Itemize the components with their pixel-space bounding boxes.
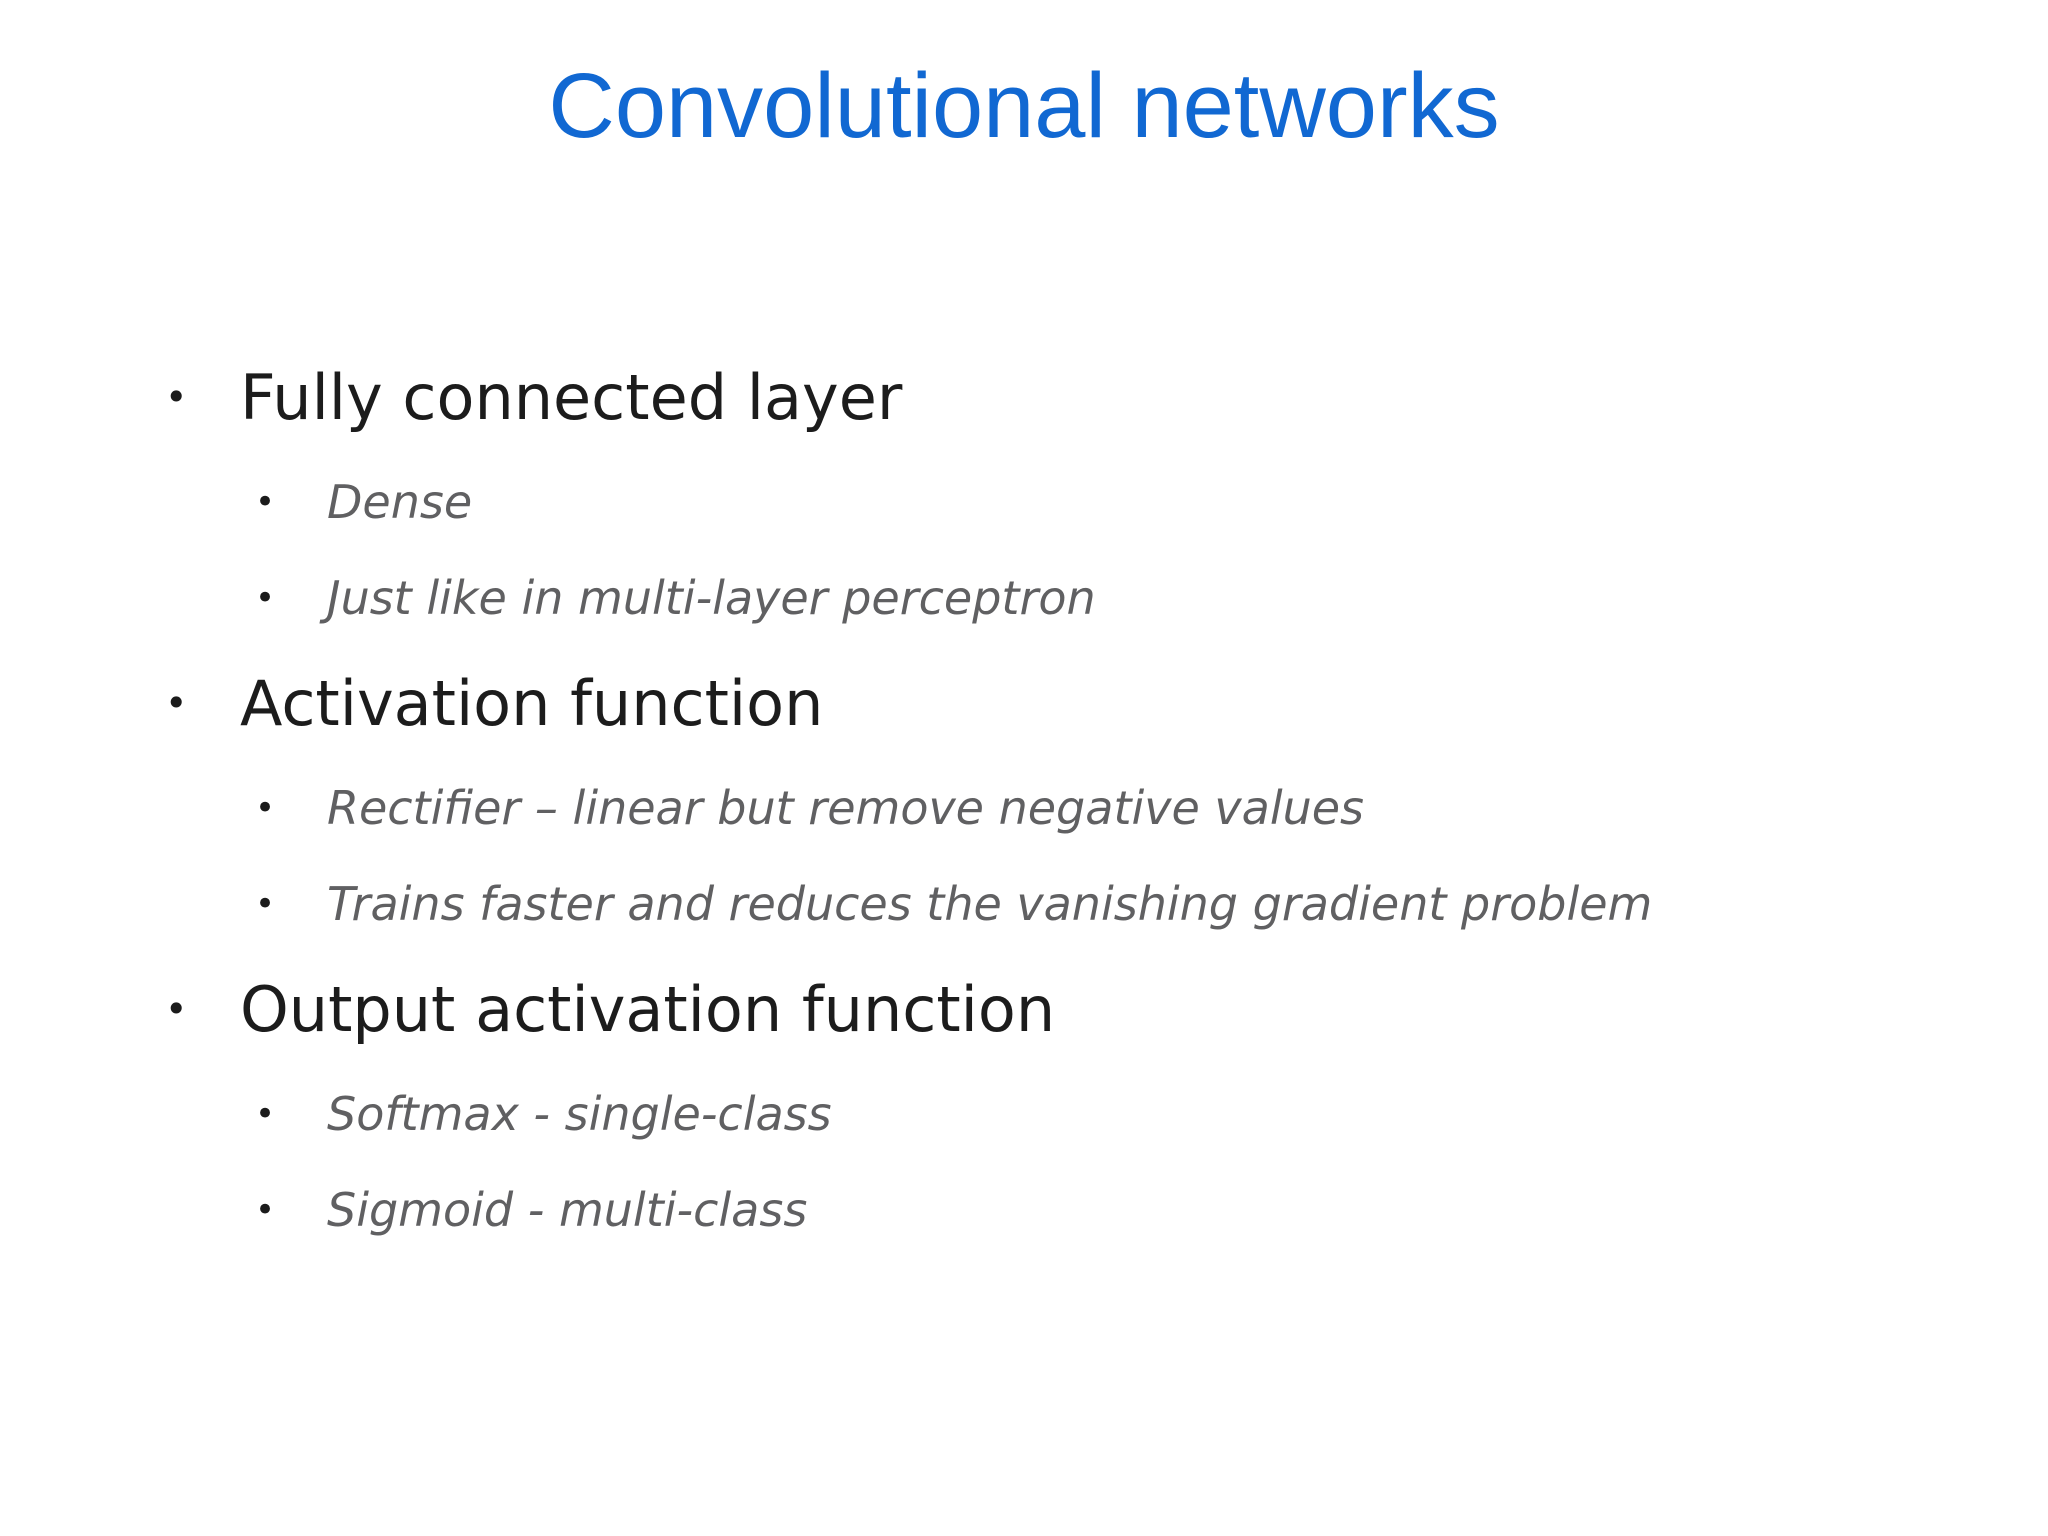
sub-bullet-text: Rectifier – linear but remove negative v…: [327, 781, 1365, 835]
slide-title: Convolutional networks: [548, 55, 1500, 157]
bullet-dot-icon: •: [255, 788, 276, 828]
bullet-text: Activation function: [240, 666, 824, 740]
bullet-item: • Output activation function: [0, 972, 2048, 1046]
bullet-text: Output activation function: [240, 972, 1056, 1046]
bullet-dot-icon: •: [165, 681, 188, 725]
bullet-text: Fully connected layer: [240, 360, 903, 434]
bullet-list: • Fully connected layer • Dense • Just l…: [0, 360, 2048, 1278]
sub-bullet-item: • Sigmoid - multi-class: [0, 1182, 2048, 1238]
sub-bullet-item: • Dense: [0, 474, 2048, 530]
sub-bullet-item: • Just like in multi-layer perceptron: [0, 570, 2048, 626]
sub-bullet-item: • Trains faster and reduces the vanishin…: [0, 876, 2048, 932]
bullet-item: • Activation function: [0, 666, 2048, 740]
bullet-item: • Fully connected layer: [0, 360, 2048, 434]
bullet-dot-icon: •: [165, 987, 188, 1031]
sub-bullet-text: Sigmoid - multi-class: [327, 1183, 808, 1237]
sub-bullet-item: • Rectifier – linear but remove negative…: [0, 780, 2048, 836]
sub-bullet-text: Dense: [327, 475, 473, 529]
sub-bullet-text: Just like in multi-layer perceptron: [327, 571, 1096, 625]
sub-bullet-text: Trains faster and reduces the vanishing …: [327, 877, 1653, 931]
bullet-dot-icon: •: [165, 375, 188, 419]
bullet-dot-icon: •: [255, 1094, 276, 1134]
bullet-dot-icon: •: [255, 1190, 276, 1230]
sub-bullet-item: • Softmax - single-class: [0, 1086, 2048, 1142]
bullet-dot-icon: •: [255, 884, 276, 924]
bullet-dot-icon: •: [255, 578, 276, 618]
bullet-dot-icon: •: [255, 482, 276, 522]
sub-bullet-text: Softmax - single-class: [327, 1087, 832, 1141]
